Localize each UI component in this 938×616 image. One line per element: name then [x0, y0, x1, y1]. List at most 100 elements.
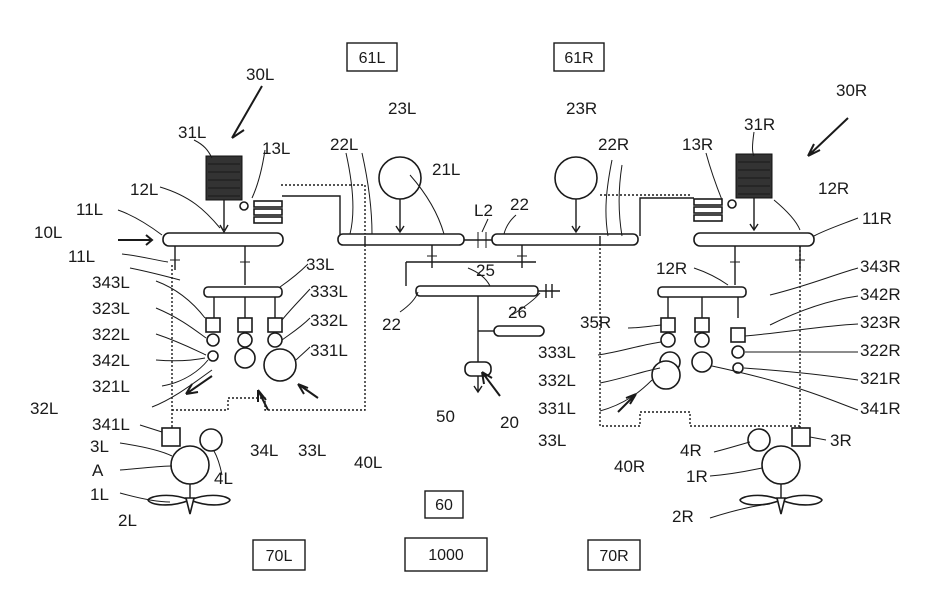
label-332L-a: 332L: [310, 311, 348, 330]
label-25: 25: [476, 261, 495, 280]
svg-text:70R: 70R: [599, 548, 628, 565]
motor-23R: [555, 157, 597, 199]
label-12R-b: 12R: [656, 259, 687, 278]
arrow-32L: [186, 376, 212, 394]
label-30R: 30R: [836, 81, 867, 100]
component-342R: [695, 318, 709, 332]
arrow-30R: [808, 118, 848, 156]
component-322L: [207, 334, 219, 346]
component-341R: [692, 352, 712, 372]
label-342L: 342L: [92, 351, 130, 370]
link-13R-shaft: [640, 198, 694, 236]
arrow-30L: [232, 86, 262, 138]
label-343R: 343R: [860, 257, 901, 276]
label-1L: 1L: [90, 485, 109, 504]
shaft-20: [494, 326, 544, 336]
motor-1R: [762, 446, 800, 484]
label-322L: 322L: [92, 325, 130, 344]
component-13L: [240, 201, 282, 223]
label-343L: 343L: [92, 273, 130, 292]
arrow-20: [482, 372, 500, 396]
shaft-21L: [338, 234, 464, 245]
label-1R: 1R: [686, 467, 708, 486]
label-A: A: [92, 461, 104, 480]
component-342R-b: [695, 333, 709, 347]
label-32L: 32L: [30, 399, 58, 418]
component-26: [538, 284, 560, 298]
component-4L: [200, 429, 222, 451]
label-33L-r: 33L: [538, 431, 566, 450]
component-322L-b: [238, 333, 252, 347]
label-22L: 22L: [330, 135, 358, 154]
label-11L-a: 11L: [76, 200, 103, 219]
component-13R: [694, 199, 736, 221]
label-21L: 21L: [432, 160, 460, 179]
svg-text:61R: 61R: [564, 50, 593, 67]
label-40R: 40R: [614, 457, 645, 476]
label-26: 26: [508, 303, 527, 322]
label-20: 20: [500, 413, 519, 432]
component-4R: [748, 429, 770, 451]
motor-23L: [379, 157, 421, 199]
label-31L: 31L: [178, 123, 206, 142]
label-30L: 30L: [246, 65, 274, 84]
label-323L: 323L: [92, 299, 130, 318]
component-322R: [732, 346, 744, 358]
shaft-25: [416, 286, 538, 296]
shaft-33L-drops: [214, 297, 275, 318]
label-3L: 3L: [90, 437, 109, 456]
label-35R: 35R: [580, 313, 611, 332]
label-321R: 321R: [860, 369, 901, 388]
label-341R: 341R: [860, 399, 901, 418]
label-331L-r: 331L: [538, 399, 576, 418]
label-2R: 2R: [672, 507, 694, 526]
label-332L-r: 332L: [538, 371, 576, 390]
svg-text:1000: 1000: [428, 547, 464, 564]
label-4L: 4L: [214, 469, 233, 488]
label-321L: 321L: [92, 377, 130, 396]
label-12R-a: 12R: [818, 179, 849, 198]
label-331L-a: 331L: [310, 341, 348, 360]
svg-text:70L: 70L: [266, 548, 293, 565]
component-35R: [661, 318, 675, 332]
label-50: 50: [436, 407, 455, 426]
label-13L: 13L: [262, 139, 290, 158]
shaft-10L-legs: [175, 246, 245, 285]
box-70R: 70R: [588, 540, 640, 570]
label-33L-a: 33L: [298, 441, 326, 460]
arrow-34L: [258, 390, 268, 410]
link-13L-shaft: [282, 196, 340, 236]
label-4R: 4R: [680, 441, 702, 460]
label-11L-b: 11L: [68, 247, 95, 266]
shaft-21R: [492, 234, 638, 245]
component-3R: [792, 428, 810, 446]
arrow-10L: [118, 235, 152, 245]
coil-31R: [736, 154, 772, 230]
shaft-10L: [163, 233, 283, 246]
shaft-11R-bearings: [730, 260, 805, 262]
label-31R: 31R: [744, 115, 775, 134]
shaft-11R-legs: [735, 246, 800, 285]
coil-31L: [206, 156, 242, 232]
propeller-2L: [148, 495, 230, 514]
svg-text:60: 60: [435, 497, 453, 514]
arrow-33L: [298, 384, 318, 398]
link-23R: [572, 199, 580, 232]
label-13R: 13R: [682, 135, 713, 154]
label-323R: 323R: [860, 313, 901, 332]
label-22-a: 22: [510, 195, 529, 214]
label-23R: 23R: [566, 99, 597, 118]
component-331L: [264, 349, 296, 381]
housing-40R: [600, 195, 800, 426]
motor-1L: [171, 446, 209, 484]
label-23L: 23L: [388, 99, 416, 118]
component-323R: [731, 328, 745, 342]
frame-25: [406, 262, 536, 286]
label-L2: L2: [474, 201, 493, 220]
box-1000: 1000: [405, 538, 487, 571]
label-333L-r: 333L: [538, 343, 576, 362]
label-322R: 322R: [860, 341, 901, 360]
box-61L: 61L: [347, 43, 397, 71]
